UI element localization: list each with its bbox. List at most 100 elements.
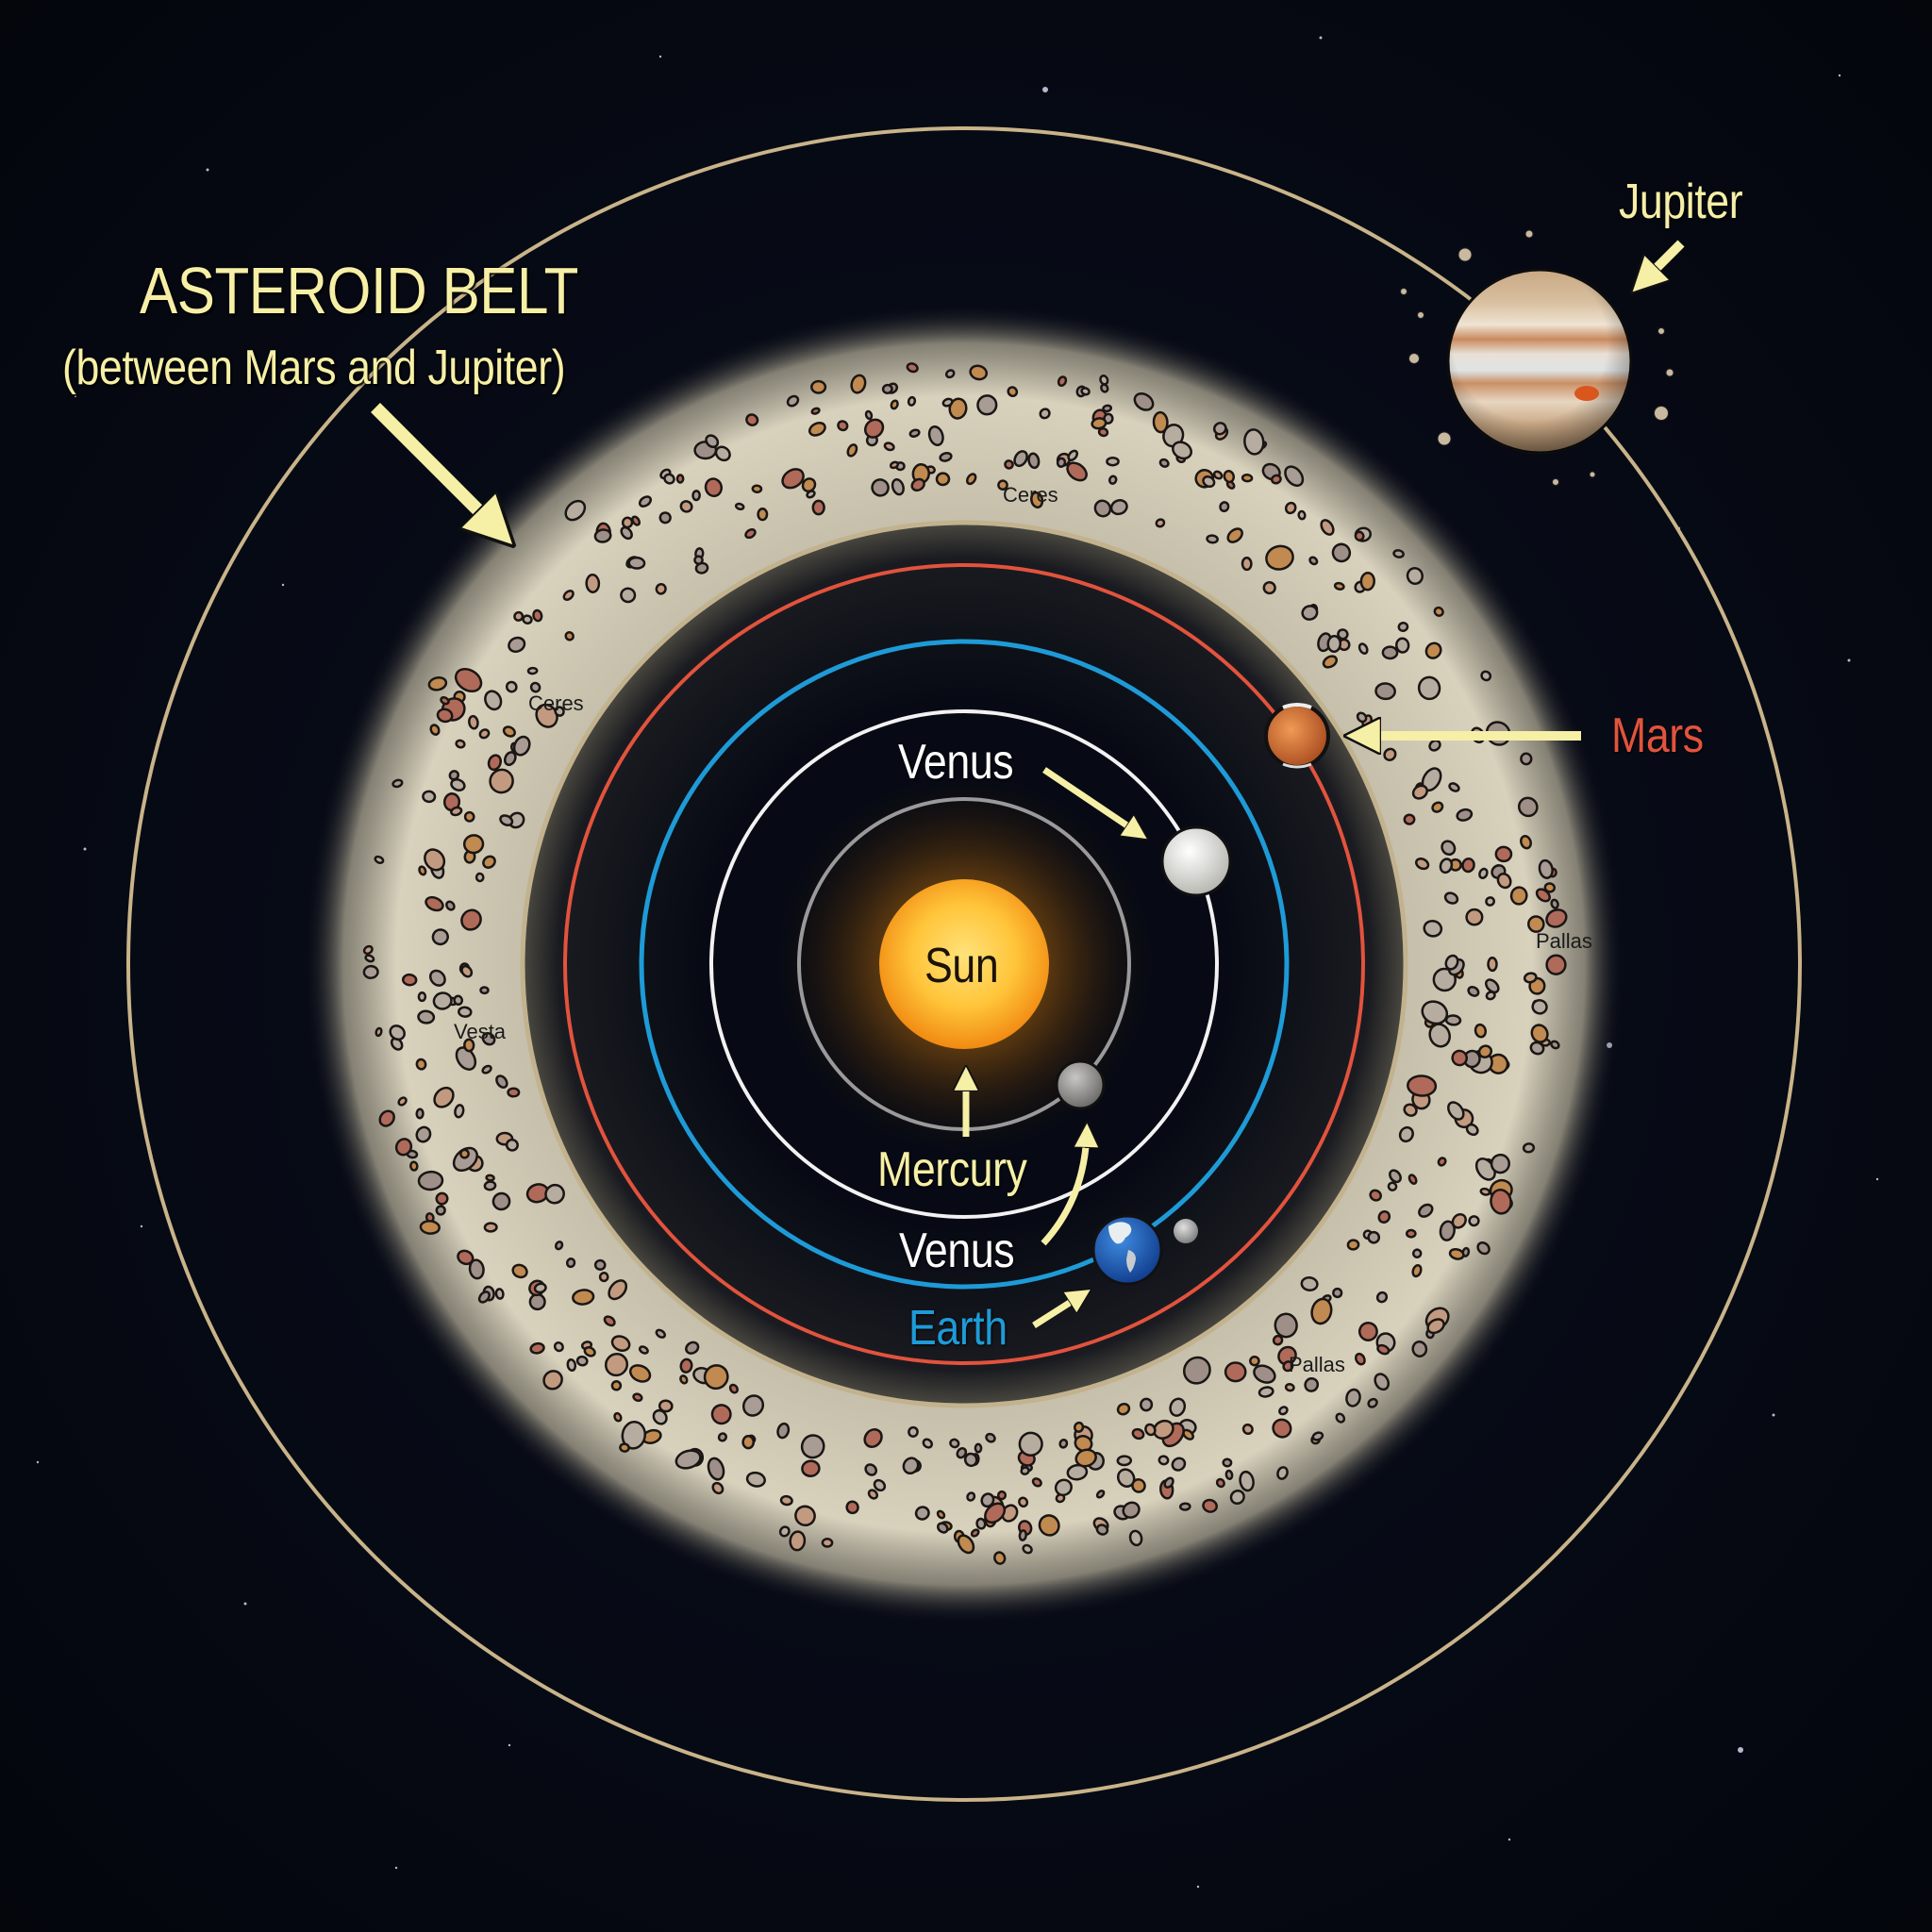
asteroid: [1007, 386, 1019, 397]
asteroid: [675, 474, 685, 484]
asteroid: [975, 1517, 987, 1530]
asteroid: [1456, 808, 1474, 822]
asteroid: [424, 848, 446, 872]
asteroid: [429, 724, 441, 736]
asteroid: [532, 608, 543, 623]
asteroid: [1411, 1341, 1428, 1357]
asteroid: [1178, 1502, 1191, 1511]
asteroid: [970, 1528, 980, 1538]
asteroid: [1439, 858, 1454, 874]
asteroid: [1421, 1000, 1449, 1025]
asteroid: [1080, 387, 1091, 396]
asteroid: [529, 681, 541, 693]
asteroid: [433, 1086, 455, 1108]
asteroid: [776, 1422, 791, 1440]
asteroid: [741, 1394, 765, 1417]
asteroid: [1392, 549, 1405, 558]
asteroid: [679, 500, 693, 513]
earth-orbit: [639, 639, 1290, 1290]
asteroid: [937, 1522, 949, 1534]
asteroid: [1496, 873, 1512, 890]
asteroid: [891, 478, 905, 496]
asteroid: [1223, 470, 1236, 484]
asteroid: [741, 1435, 756, 1450]
asteroid: [864, 409, 874, 421]
asteroid: [477, 1291, 491, 1304]
asteroid: [1418, 1203, 1434, 1218]
asteroid: [374, 855, 385, 864]
asteroid: [598, 1272, 609, 1283]
asteroid: [1074, 1421, 1085, 1433]
asteroid: [1054, 1478, 1073, 1497]
asteroid: [1239, 1470, 1255, 1492]
asteroid: [980, 1492, 995, 1508]
asteroid: [511, 1263, 528, 1279]
asteroid: [845, 1500, 859, 1515]
asteroid: [789, 1530, 807, 1552]
asteroid: [1212, 422, 1227, 436]
asteroid: [1448, 1247, 1465, 1260]
asteroid: [562, 590, 575, 601]
asteroid: [1272, 1418, 1292, 1439]
asteroid: [505, 680, 518, 693]
asteroid: [949, 1438, 960, 1449]
asteroid: [1109, 499, 1128, 516]
asteroid: [786, 394, 800, 408]
asteroid: [1278, 1406, 1289, 1416]
asteroid: [1359, 571, 1375, 591]
asteroid: [1212, 470, 1224, 480]
asteroid: [1477, 1044, 1493, 1058]
asteroid: [564, 631, 575, 641]
asteroid: [1346, 1239, 1360, 1251]
asteroid: [1300, 1276, 1319, 1291]
asteroid: [658, 511, 672, 525]
asteroid: [863, 418, 885, 439]
asteroid: [1027, 452, 1041, 470]
asteroid: [628, 1364, 652, 1383]
asteroid: [1375, 1291, 1389, 1304]
asteroid: [957, 1534, 975, 1555]
asteroid: [1067, 449, 1079, 461]
asteroid: [1018, 1496, 1029, 1508]
asteroid: [985, 1432, 996, 1443]
asteroid: [436, 708, 454, 724]
vesta-label: Vesta: [454, 1020, 507, 1043]
asteroid: [811, 499, 825, 516]
asteroid: [1322, 655, 1339, 669]
asteroid: [1424, 641, 1442, 659]
mercury-label: Mercury: [877, 1142, 1027, 1197]
asteroid: [1304, 1376, 1320, 1392]
asteroid: [1411, 1264, 1423, 1278]
asteroid: [655, 1328, 667, 1339]
asteroid: [707, 1457, 725, 1481]
asteroid: [1414, 858, 1430, 871]
asteroid: [1116, 1455, 1133, 1467]
asteroid: [1439, 1220, 1456, 1241]
asteroid: [1357, 642, 1369, 655]
asteroid: [450, 806, 463, 817]
asteroid: [1274, 1312, 1298, 1339]
asteroid: [604, 1353, 629, 1377]
mercury-planet: [1055, 1059, 1106, 1110]
asteroid: [1376, 1343, 1391, 1356]
asteroid: [1433, 606, 1444, 617]
asteroid: [418, 865, 427, 876]
asteroid: [491, 1191, 511, 1211]
asteroid: [448, 770, 459, 781]
asteroid: [658, 1399, 674, 1413]
venus-top-arrow-icon: [1042, 767, 1140, 834]
asteroid: [494, 1288, 505, 1300]
asteroid: [603, 1315, 616, 1327]
asteroid-field: [362, 362, 1568, 1565]
asteroid: [881, 383, 893, 394]
asteroid: [1022, 1543, 1033, 1555]
venus-planet: [1160, 825, 1232, 897]
asteroid: [1277, 1345, 1297, 1366]
asteroid: [1354, 530, 1365, 541]
asteroid: [1479, 1187, 1491, 1196]
asteroid: [485, 1174, 495, 1182]
asteroid: [1091, 417, 1108, 430]
mars-label: Mars: [1611, 708, 1704, 763]
asteroid: [1039, 408, 1051, 420]
